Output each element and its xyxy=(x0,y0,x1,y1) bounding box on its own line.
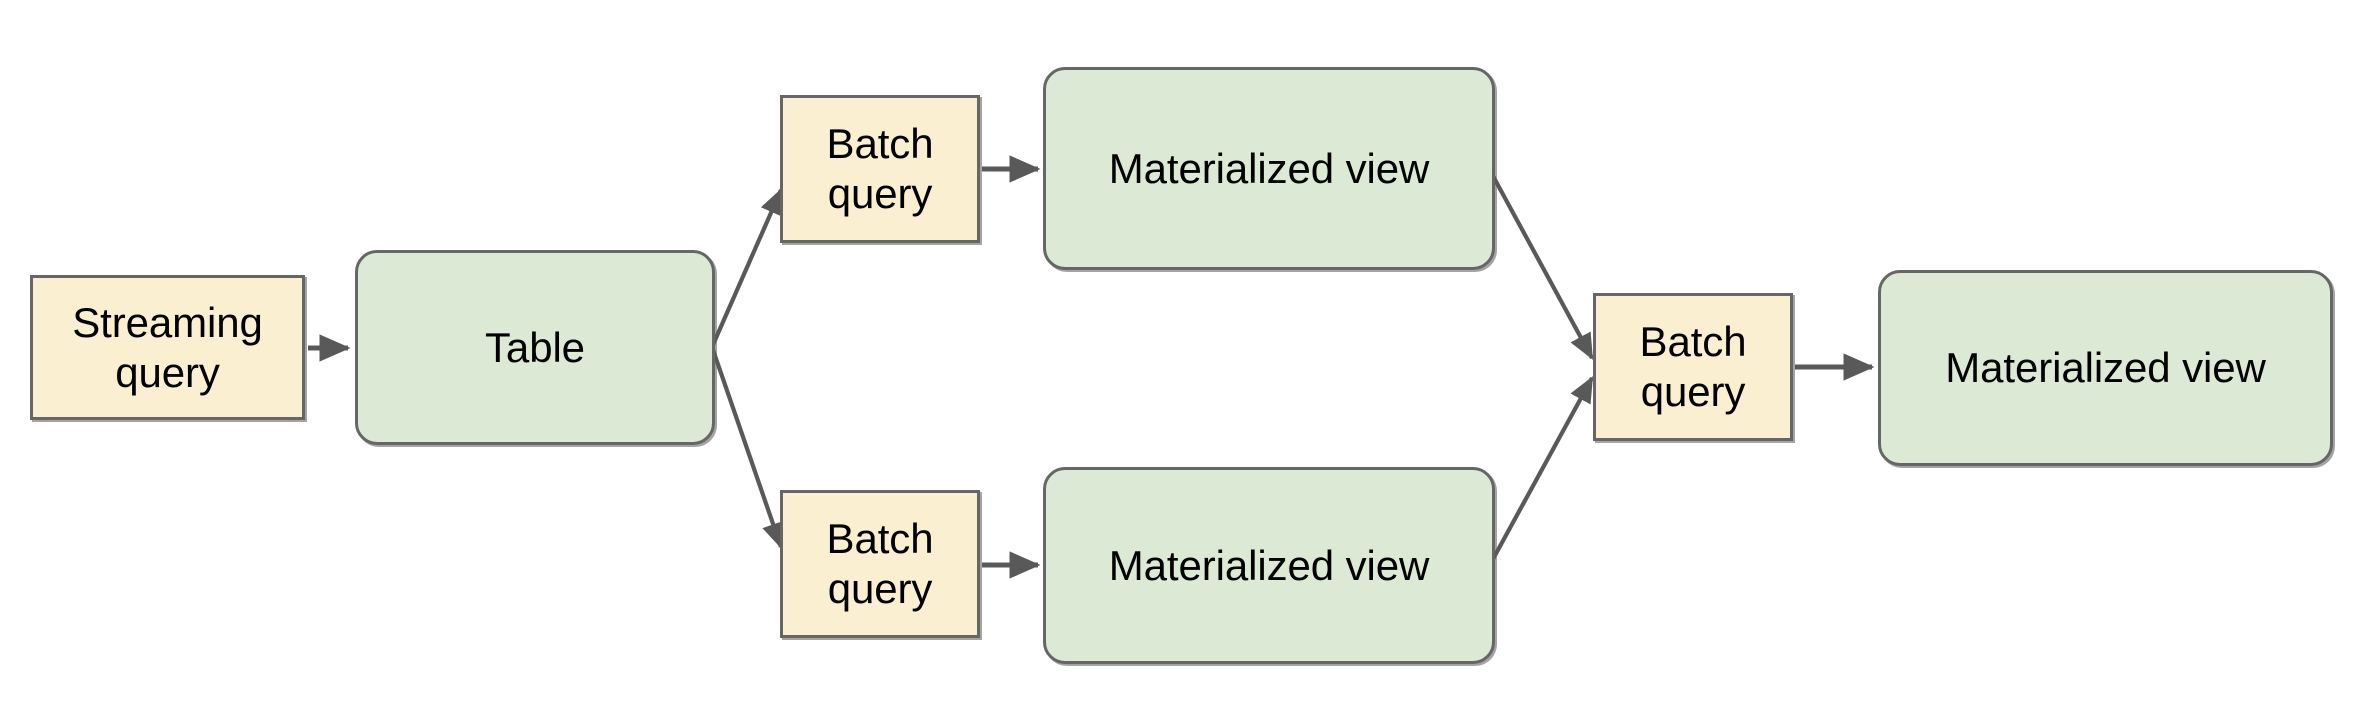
edge-view-bottom-to-batch-join xyxy=(1485,376,1594,572)
node-batch-query-join[interactable]: Batch query xyxy=(1593,293,1793,441)
node-batch-query-join-label: Batch query xyxy=(1639,318,1747,415)
node-streaming-query-label: Streaming query xyxy=(72,298,263,396)
node-batch-query-top[interactable]: Batch query xyxy=(780,95,980,243)
node-streaming-query[interactable]: Streaming query xyxy=(30,275,305,420)
edge-table-to-batch-top xyxy=(710,188,783,348)
edge-table-to-batch-bottom xyxy=(710,346,785,549)
node-materialized-view-final[interactable]: Materialized view xyxy=(1878,270,2333,466)
node-materialized-view-bottom[interactable]: Materialized view xyxy=(1043,467,1495,664)
node-materialized-view-top-label: Materialized view xyxy=(1108,144,1430,192)
node-materialized-view-top[interactable]: Materialized view xyxy=(1043,67,1495,270)
edge-view-top-to-batch-join xyxy=(1485,163,1594,360)
node-materialized-view-bottom-label: Materialized view xyxy=(1108,541,1430,589)
node-batch-query-bottom-label: Batch query xyxy=(826,515,934,612)
node-materialized-view-final-label: Materialized view xyxy=(1945,344,2266,392)
node-batch-query-bottom[interactable]: Batch query xyxy=(780,490,980,638)
node-table-label: Table xyxy=(485,323,585,371)
node-batch-query-top-label: Batch query xyxy=(826,120,934,217)
node-table[interactable]: Table xyxy=(355,250,715,445)
